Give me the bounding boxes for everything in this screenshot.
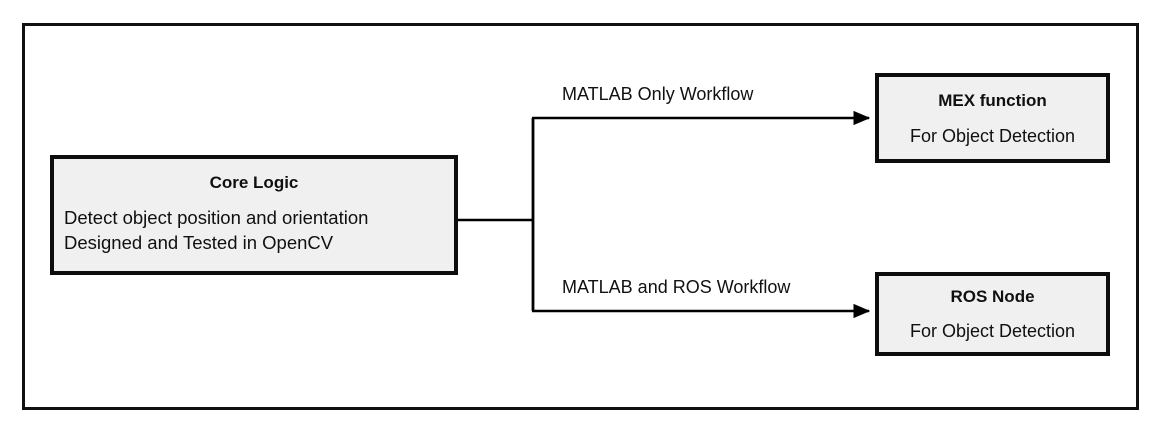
node-core-logic: Core Logic Detect object position and or…	[50, 155, 458, 275]
node-ros-node-title: ROS Node	[950, 287, 1035, 306]
edge-label-matlab-only-workflow: MATLAB Only Workflow	[562, 84, 754, 104]
node-ros-node-body: For Object Detection	[909, 321, 1076, 341]
node-core-logic-body: Detect object position and orientation D…	[64, 207, 369, 253]
node-ros-node: ROS Node For Object Detection	[875, 272, 1110, 356]
node-mex-function-body: For Object Detection	[909, 126, 1076, 146]
node-mex-function-title: MEX function	[938, 91, 1047, 110]
edge-label-matlab-and-ros-workflow: MATLAB and ROS Workflow	[562, 277, 791, 297]
node-mex-function: MEX function For Object Detection	[875, 73, 1110, 163]
node-core-logic-title: Core Logic	[209, 173, 299, 192]
